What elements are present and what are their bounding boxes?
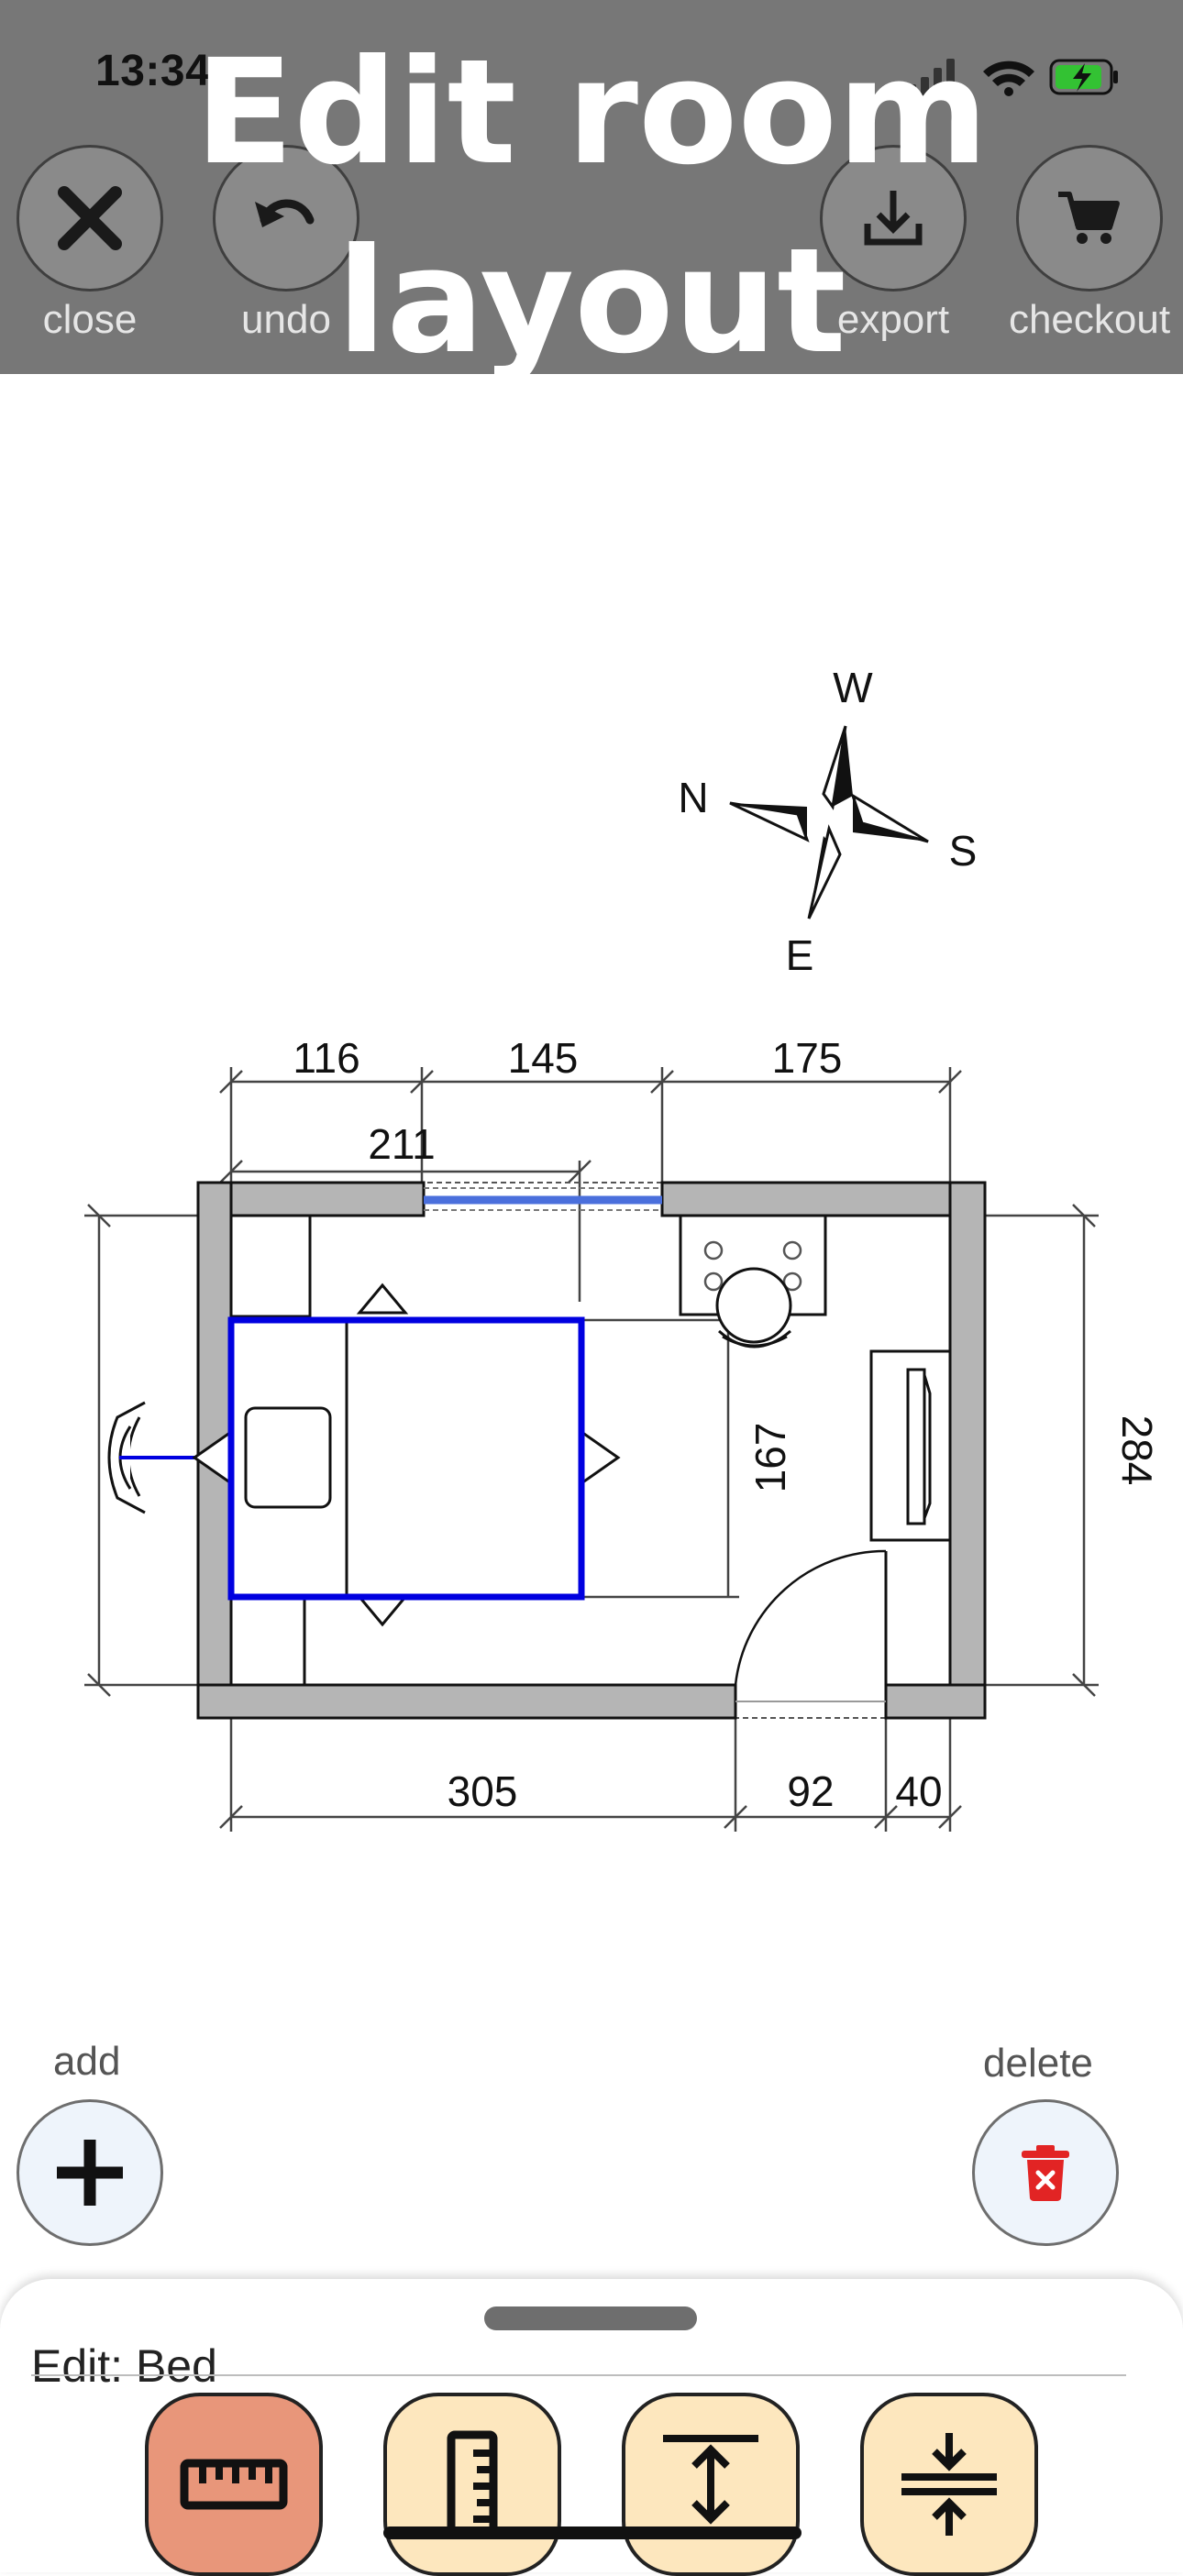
wifi-icon — [983, 61, 1034, 96]
add-button[interactable] — [17, 2099, 163, 2246]
undo-icon — [255, 199, 315, 227]
radiator-icon[interactable] — [107, 1401, 231, 1514]
signal-icon — [908, 59, 955, 95]
ruler-vertical-icon — [447, 2430, 498, 2538]
home-indicator[interactable] — [383, 2526, 802, 2539]
nightstand-bottom[interactable] — [229, 1595, 306, 1687]
delete-label: delete — [983, 2041, 1093, 2086]
compass-west: W — [833, 664, 873, 711]
close-label: close — [42, 297, 138, 342]
battery-charging-icon — [1049, 59, 1118, 95]
compass-south: S — [949, 827, 978, 875]
bed-selected[interactable] — [192, 1282, 621, 1627]
dimension-lines-bottom — [219, 1714, 962, 1832]
compass-east: E — [786, 931, 814, 979]
compress-vertical-icon — [901, 2433, 997, 2536]
window[interactable] — [424, 1187, 662, 1211]
top-toolbar: 13:34 close — [0, 0, 1183, 386]
tool-compress-vertical[interactable] — [860, 2393, 1038, 2576]
expand-vertical-icon — [663, 2435, 758, 2534]
dim-top-3: 175 — [772, 1034, 843, 1082]
dim-top-2: 145 — [508, 1034, 579, 1082]
floor-plan-canvas[interactable]: W N S E 116 145 175 211 305 92 40 — [0, 374, 1183, 1932]
undo-button[interactable] — [213, 145, 359, 292]
delete-button[interactable] — [972, 2099, 1119, 2246]
desk-with-chair[interactable] — [679, 1214, 827, 1349]
dim-window: 211 — [368, 1120, 435, 1168]
sheet-grabber[interactable] — [484, 2306, 697, 2330]
plus-icon — [57, 2140, 123, 2206]
dim-bottom-3: 40 — [895, 1767, 942, 1815]
edit-divider — [31, 2374, 1126, 2376]
dim-right: 284 — [1113, 1415, 1161, 1486]
download-icon — [864, 191, 923, 246]
nightstand-top[interactable] — [229, 1214, 312, 1318]
export-label: export — [836, 297, 950, 342]
dimension-lines-top — [219, 1067, 962, 1302]
tool-expand-vertical[interactable] — [622, 2393, 800, 2576]
bed-pillow — [244, 1406, 332, 1509]
compass-rose-icon[interactable] — [729, 725, 929, 919]
door[interactable] — [734, 1549, 888, 1702]
dim-bottom-2: 92 — [787, 1767, 834, 1815]
checkout-button[interactable] — [1016, 145, 1163, 292]
status-time: 13:34 — [95, 47, 211, 95]
close-button[interactable] — [17, 145, 163, 292]
trash-icon — [1022, 2145, 1069, 2201]
undo-label: undo — [241, 297, 331, 342]
close-icon — [58, 186, 122, 250]
ruler-horizontal-icon — [180, 2459, 288, 2510]
tool-ruler-vertical[interactable] — [383, 2393, 561, 2576]
status-icons — [908, 53, 1128, 104]
dim-top-1: 116 — [293, 1034, 359, 1082]
compass-north: N — [678, 774, 708, 821]
tv-stand[interactable] — [869, 1349, 952, 1542]
room-walls[interactable] — [196, 1181, 987, 1720]
cart-icon — [1058, 192, 1120, 244]
dimension-lines-side — [84, 1204, 1099, 1697]
export-button[interactable] — [820, 145, 967, 292]
dim-bed: 167 — [746, 1423, 794, 1493]
dim-bottom-1: 305 — [448, 1767, 518, 1815]
add-label: add — [53, 2039, 121, 2084]
edit-item-label: Edit: Bed — [31, 2340, 217, 2392]
tool-ruler-horizontal[interactable] — [145, 2393, 323, 2576]
checkout-label: checkout — [1008, 297, 1171, 342]
